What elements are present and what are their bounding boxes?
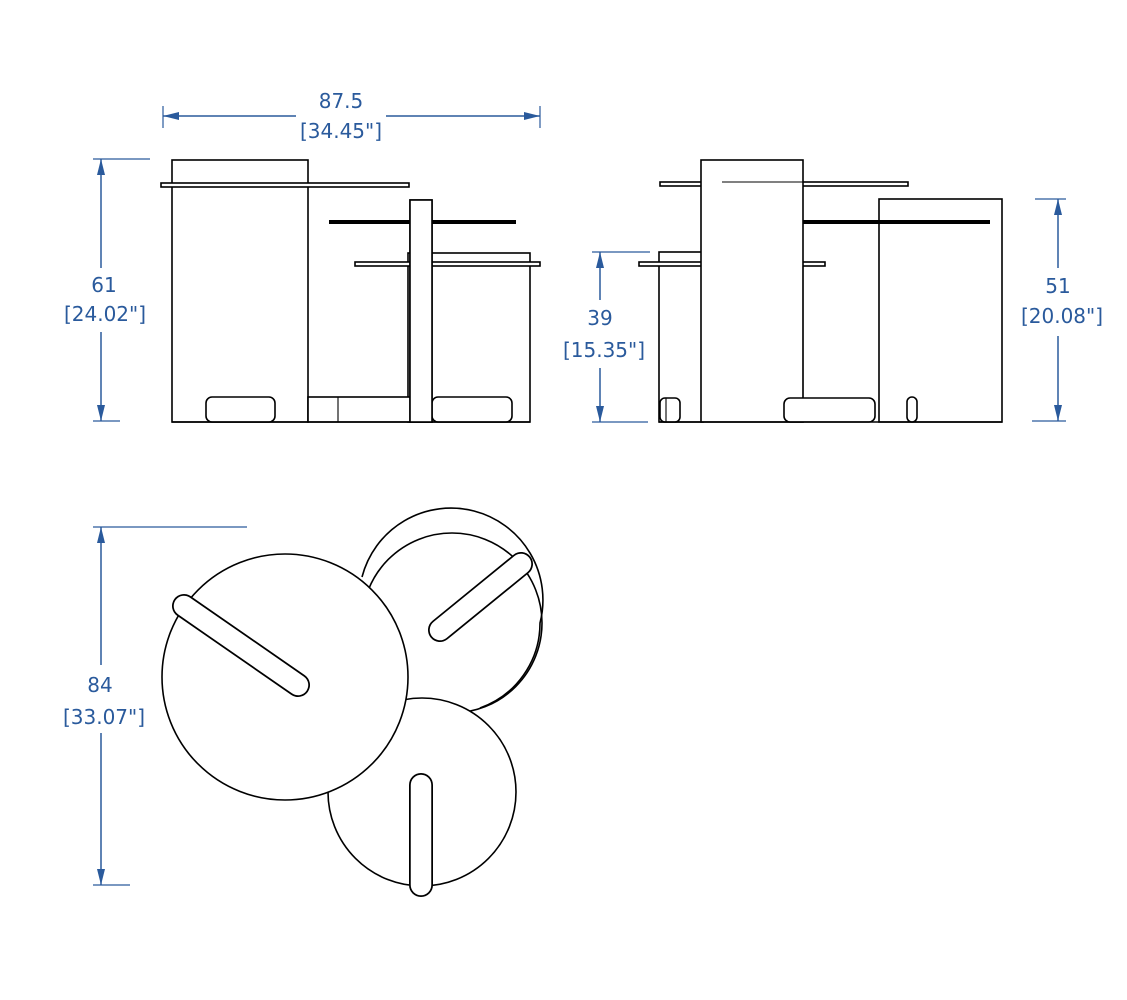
height-side-low-value: 39 xyxy=(587,306,612,330)
height-front-value: 61 xyxy=(91,273,116,297)
dimension-height-side-low: 39 [15.35"] xyxy=(563,251,650,423)
front-view xyxy=(160,159,541,423)
height-front-inches: [24.02"] xyxy=(64,302,146,326)
dimension-width: 87.5 [34.45"] xyxy=(162,89,541,143)
plan-view xyxy=(161,507,544,897)
side-view xyxy=(638,159,1003,423)
width-inches: [34.45"] xyxy=(300,119,382,143)
height-side-high-value: 51 xyxy=(1045,274,1070,298)
dimension-height-side-high: 51 [20.08"] xyxy=(1021,198,1103,422)
depth-plan-inches: [33.07"] xyxy=(63,705,145,729)
height-side-high-inches: [20.08"] xyxy=(1021,304,1103,328)
dimension-height-front: 61 [24.02"] xyxy=(64,158,150,422)
depth-plan-value: 84 xyxy=(87,673,112,697)
height-side-low-inches: [15.35"] xyxy=(563,338,645,362)
width-value: 87.5 xyxy=(319,89,364,113)
dimension-depth-plan: 84 [33.07"] xyxy=(63,526,247,886)
